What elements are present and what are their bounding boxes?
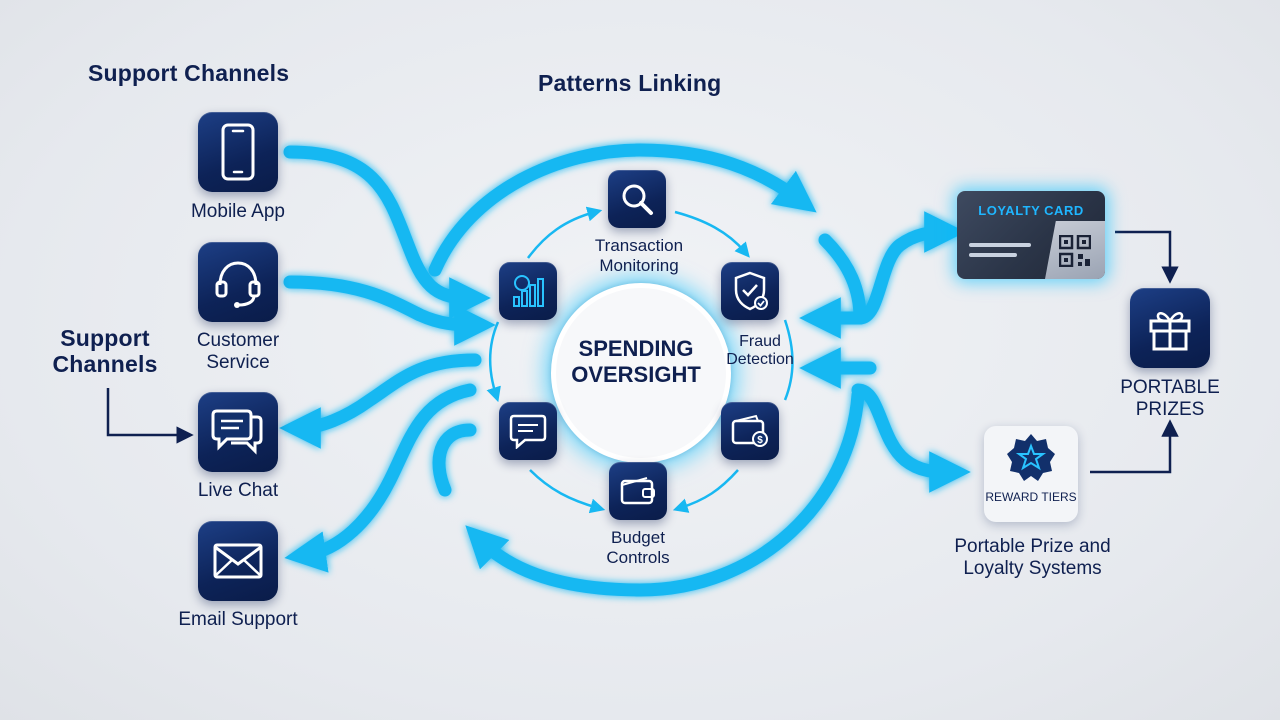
flow-hub-to-reward [851,383,971,493]
support-channels-title: Support Channels [88,60,290,86]
svg-text:$: $ [757,435,763,446]
inner-arrow-bottom-right [672,469,739,513]
budget-controls-tile[interactable] [609,462,667,520]
portable-prizes-label: PORTABLE PRIZES [1120,377,1220,420]
inner-arrow-bottom-left [529,469,606,514]
flow-mobile-to-hub [283,145,491,319]
live-chat-tile[interactable] [198,392,278,472]
qr-code-icon [1059,235,1091,267]
customer-service-tile[interactable] [198,242,278,322]
loyalty-card[interactable]: LOYALTY CARD [957,191,1105,279]
headset-icon [215,261,261,308]
budget-controls-label: Budget Controls [606,528,670,567]
inner-arrow-top-left [526,206,603,259]
chart-icon [513,275,544,307]
spending-oversight-label: SPENDING OVERSIGHT [571,336,701,388]
transaction-monitoring-label: Transaction Monitoring [594,236,684,275]
live-chat-label: Live Chat [197,480,279,501]
feedback-tile[interactable] [499,402,557,460]
portable-prize-systems-title: Portable Prize and Loyalty Systems [954,536,1111,579]
inner-arrow-top-right [674,210,750,258]
inner-arrow-left [486,321,501,403]
chat-icon [211,409,263,455]
flow-outer-loop-bottom [465,388,865,597]
patterns-linking-title: Patterns Linking [538,70,722,96]
flow-hub-to-livechat [279,353,482,449]
flow-service-to-hub [283,275,496,346]
portable-prizes-tile[interactable] [1130,288,1210,368]
star-badge-icon [1007,434,1055,481]
reward-tiers-label: REWARD TIERS [985,490,1077,504]
flow-inner-left-return [432,423,477,497]
support-channels-side-title: Support Channels [52,325,158,378]
analytics-tile[interactable] [499,262,557,320]
search-icon [622,184,653,215]
wallet-icon [620,477,655,505]
mobile-app-label: Mobile App [190,201,285,222]
flow-hub-to-email [284,383,477,573]
reward-to-prizes [1090,419,1179,474]
speech-bubble-icon [509,414,547,449]
card-stripe [969,253,1017,257]
mobile-app-tile[interactable] [198,112,278,192]
customer-service-label: Customer Service [196,330,280,373]
money-wallet-icon: $ [731,414,768,447]
spending-oversight-hub[interactable] [551,283,731,463]
flow-outer-loop-top [428,143,817,277]
card-panel [1045,221,1105,279]
flow-hub-to-loyalty [853,211,966,325]
fraud-detection-label: Fraud Detection [726,333,794,369]
email-support-tile[interactable] [198,521,278,601]
loyalty-to-prizes [1115,230,1179,284]
card-stripe [969,243,1031,247]
side-label-arrow [106,388,194,444]
fraud-detection-tile[interactable] [721,262,779,320]
payments-tile[interactable]: $ [721,402,779,460]
loyalty-card-title: LOYALTY CARD [978,203,1084,218]
shield-check-icon [734,271,768,311]
phone-icon [221,123,255,181]
gift-icon [1149,312,1191,351]
inner-arrow-right [783,319,794,401]
email-support-label: Email Support [178,609,298,630]
mail-icon [213,543,263,579]
transaction-monitoring-tile[interactable] [608,170,666,228]
flow-outer-right-down [818,233,867,325]
